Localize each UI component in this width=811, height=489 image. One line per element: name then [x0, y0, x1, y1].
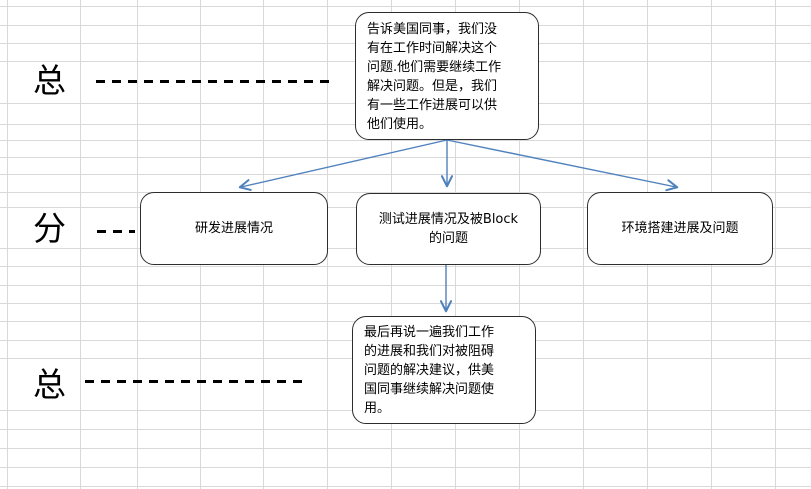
arrow-top-to-right — [446, 139, 679, 192]
node-rd-progress-text: 研发进展情况 — [194, 221, 273, 236]
dashed-line-middle — [97, 230, 135, 233]
side-label-overview-top: 总 — [33, 61, 66, 100]
node-final-summary-text: 最后再说一遍我们工作 的进展和我们对被阻碍 问题的解决建议，供美 国同事继续解决… — [364, 325, 495, 416]
node-rd-progress[interactable]: 研发进展情况 — [140, 192, 328, 265]
node-test-progress-block[interactable]: 测试进展情况及被Block 的问题 — [356, 193, 541, 265]
dashed-line-bottom — [85, 380, 307, 383]
node-top-summary-text: 告诉美国同事，我们没 有在工作时间解决这个 问题.他们需要继续工作 解决问题。但… — [367, 22, 502, 132]
side-label-parts: 分 — [33, 209, 66, 248]
node-env-setup-progress[interactable]: 环境搭建进展及问题 — [587, 192, 773, 265]
side-label-overview-bottom: 总 — [33, 365, 66, 404]
arrow-top-to-left — [238, 139, 448, 191]
node-top-summary[interactable]: 告诉美国同事，我们没 有在工作时间解决这个 问题.他们需要继续工作 解决问题。但… — [355, 12, 539, 140]
node-final-summary[interactable]: 最后再说一遍我们工作 的进展和我们对被阻碍 问题的解决建议，供美 国同事继续解决… — [352, 316, 536, 424]
dashed-line-top — [96, 80, 332, 83]
node-test-progress-block-text: 测试进展情况及被Block 的问题 — [378, 212, 519, 246]
node-env-setup-progress-text: 环境搭建进展及问题 — [621, 221, 739, 236]
